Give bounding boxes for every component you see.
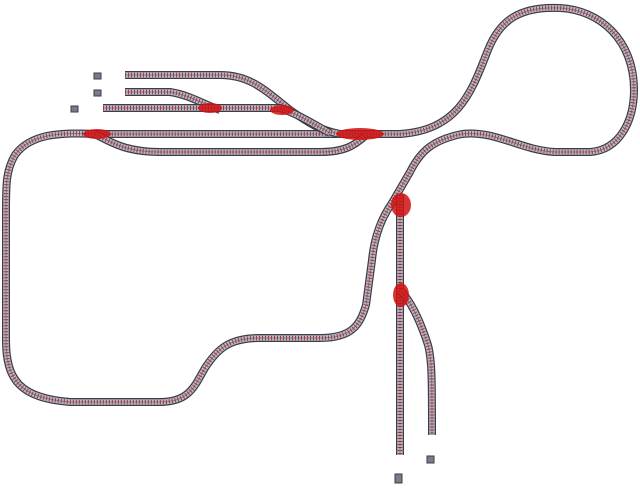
turnout-yard-1 — [270, 105, 294, 115]
siding-bottom-track-rail-core — [94, 133, 366, 153]
bumper-layer — [70, 72, 435, 484]
main-loop-track-rail-edge — [2, 3, 638, 406]
siding-bottom-track — [93, 130, 368, 156]
spur-diverge-track — [397, 287, 436, 436]
main-loop-track-rail-core — [5, 7, 635, 403]
turnout-junction — [336, 128, 384, 140]
turnout-spur-lower — [393, 283, 409, 307]
buffer-stop-spur-2 — [426, 455, 435, 464]
turnout-yard-2 — [198, 103, 222, 113]
track-layer — [2, 3, 638, 455]
buffer-stop-yard-3 — [70, 105, 79, 113]
spur-diverge-track-rail-core — [399, 289, 433, 436]
buffer-stop-yard-1 — [93, 72, 102, 80]
turnout-spur-top — [391, 193, 411, 217]
turnout-layer — [83, 103, 411, 307]
main-loop-track-rail-bed — [3, 5, 637, 405]
main-loop-track — [2, 3, 638, 406]
buffer-stop-spur-1 — [394, 473, 403, 484]
buffer-stop-yard-2 — [93, 89, 102, 97]
turnout-west — [83, 129, 111, 139]
main-loop-track-rail-ties — [3, 5, 637, 405]
